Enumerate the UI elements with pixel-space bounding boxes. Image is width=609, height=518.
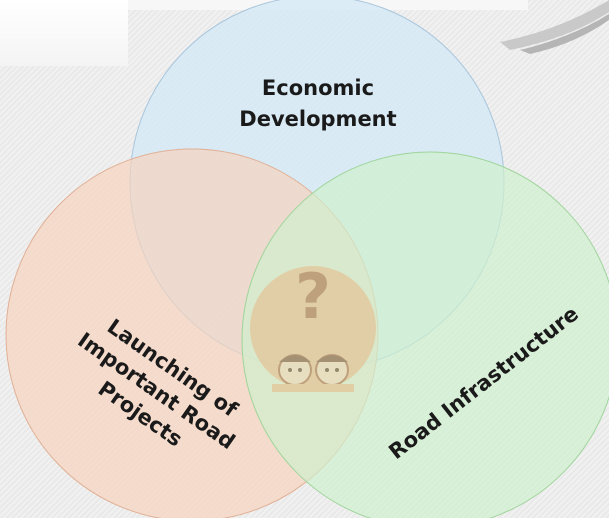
label-economic-line2: Development <box>239 107 396 131</box>
svg-text:?: ? <box>295 260 331 333</box>
question-mark-thinking-people-icon: ? <box>250 260 376 392</box>
label-economic-line1: Economic <box>262 76 374 100</box>
corner-swoosh-decoration <box>500 0 609 54</box>
circle-road-infrastructure <box>241 151 609 518</box>
header-band-left <box>0 0 128 66</box>
